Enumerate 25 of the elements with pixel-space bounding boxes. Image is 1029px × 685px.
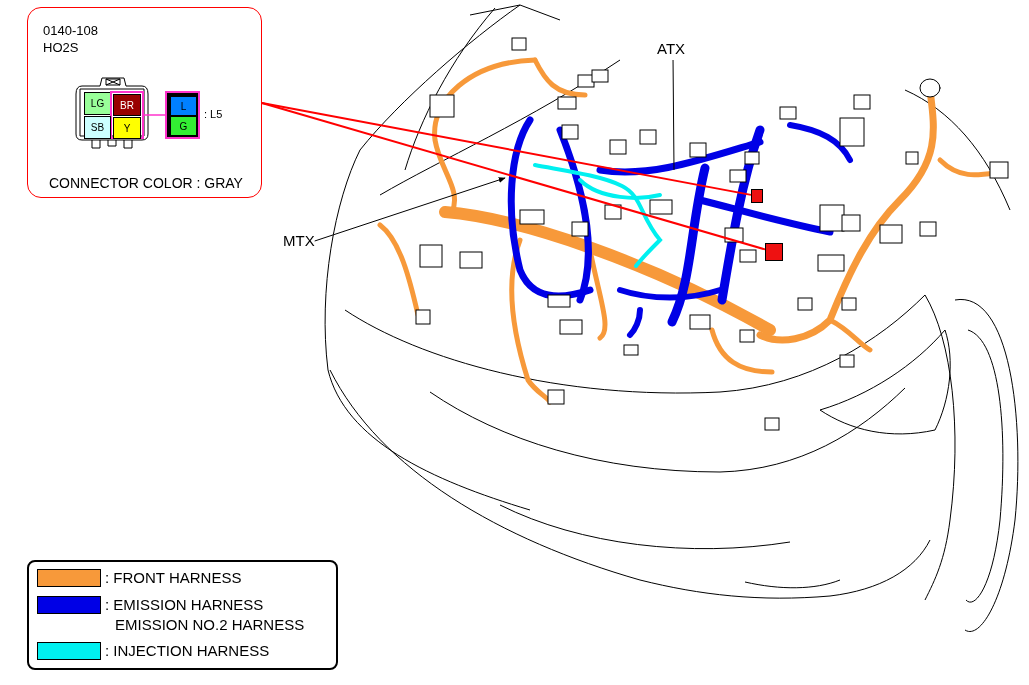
terminal-cell: G <box>170 116 197 136</box>
terminal-note: : L5 <box>204 107 223 122</box>
leader-arrow <box>314 177 506 242</box>
leader-line <box>261 102 766 251</box>
terminal-cell: Y <box>113 117 141 139</box>
leader-line <box>672 59 675 171</box>
legend-text: : FRONT HARNESS <box>105 568 243 588</box>
legend-text: : EMISSION HARNESS EMISSION NO.2 HARNESS <box>105 595 306 635</box>
leader-line <box>261 102 752 196</box>
terminal-cell: BR <box>113 94 141 116</box>
connector-callout-box <box>27 7 262 198</box>
legend-text: : INJECTION HARNESS <box>105 641 271 661</box>
terminal-cell: LG <box>84 92 111 115</box>
variant-label: ATX <box>657 40 686 58</box>
terminal-cell: SB <box>84 116 111 139</box>
sensor-name: HO2S <box>43 40 79 55</box>
connector-code: 0140-108 <box>43 23 98 38</box>
connector-color-note: CONNECTOR COLOR : GRAY <box>49 176 243 191</box>
leader-line <box>143 114 166 116</box>
terminal-cell: L <box>170 96 197 116</box>
terminal-highlight-frame <box>110 91 144 139</box>
sensor-connector <box>751 189 763 203</box>
terminal-highlight-frame <box>165 91 200 139</box>
sensor-connector <box>765 243 783 261</box>
variant-label: MTX <box>283 232 315 250</box>
